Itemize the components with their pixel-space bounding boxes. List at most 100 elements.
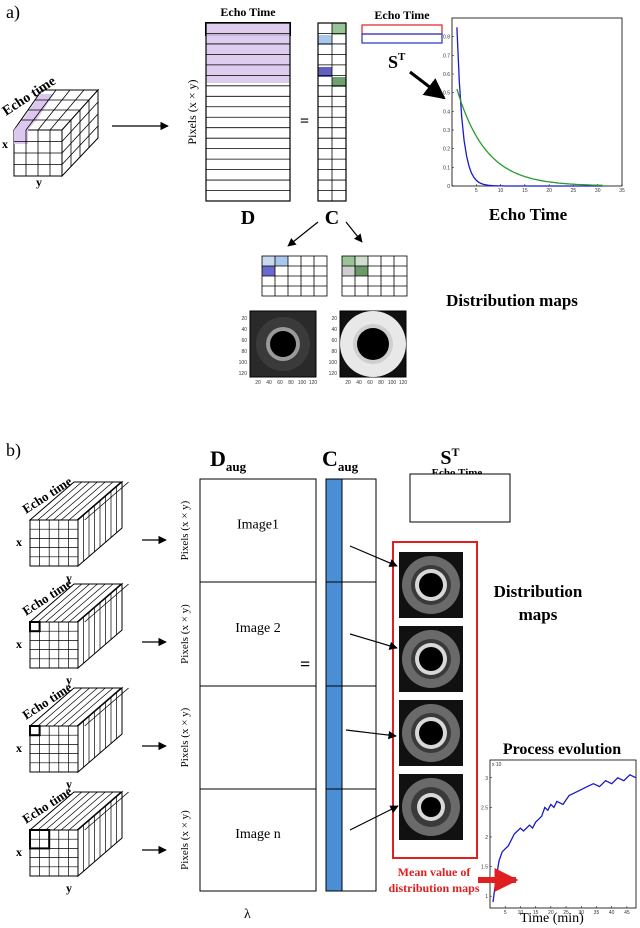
cube-y-label: y [66,777,72,791]
map-y-tick: 100 [239,360,248,366]
cube-grid-line [53,791,98,831]
chart-a-ytick-label: 0.6 [443,72,450,78]
st-block-b: ST Echo Time [409,445,511,523]
chart-a-xtick-label: 10 [498,188,504,194]
cube-grid-line [37,481,83,521]
cube-grid-line [61,125,99,165]
chart-a-ytick-label: 0.8 [443,35,450,41]
cube-grid-line [84,481,129,521]
cube-highlight [29,829,51,850]
st-name: ST [388,51,406,72]
cube-face-front [29,829,79,877]
matrix-d-row-label: Pixels (x × y) [185,79,199,144]
cube-highlight [29,621,41,633]
map-y-tick: 80 [331,349,337,355]
chart-a-xtick-label: 30 [595,188,601,194]
equals-a: = [300,113,309,130]
distribution-map-b-3 [399,700,463,766]
map-core [419,647,443,671]
cube-face-front [29,519,79,567]
d-aug-footer: λ [244,907,251,922]
cube-grid-line [37,791,83,831]
distribution-maps-b-1: Distribution [494,582,583,601]
d-aug-image-label: Image1 [237,518,279,533]
cube-grid-line [68,583,114,623]
cube-grid-line [76,481,122,521]
chart-a-xtick-label: 25 [571,188,577,194]
chart-a-blue-curve [456,27,603,187]
st-block: Echo Time ST [361,8,446,100]
chart-a-xtick-label: 15 [522,188,528,194]
cube-x-label: x [16,637,22,651]
arrow-c-to-map1 [287,221,319,247]
map-y-tick: 40 [241,327,247,333]
chart-a-ytick-label: 0 [447,184,450,190]
d-aug-name: Daug [210,446,247,474]
d-aug-row-label: Pixels (x × y) [179,604,191,664]
cube-grid-line [60,583,106,623]
cube-grid-line [60,791,106,831]
panel-a-label: a) [6,2,20,23]
cube-grid-line [45,687,90,727]
chart-a-ytick-label: 0.7 [443,53,450,59]
chart-b-curve [492,774,637,903]
cube-grid-line [45,481,90,521]
map-y-tick: 20 [331,316,337,322]
d-aug-row-label: Pixels (x × y) [179,500,191,560]
st-header: Echo Time [374,8,430,22]
arrow-c-to-map2 [345,221,363,243]
chart-a-ytick-label: 0.3 [443,128,450,134]
chart-a-xtick-label: 5 [475,188,478,194]
cube-grid-line [61,113,99,154]
map-x-tick: 100 [388,380,397,386]
cube-grid-line [60,687,106,727]
map-y-tick: 120 [239,371,248,377]
map-y-tick: 100 [329,360,338,366]
map-x-tick: 20 [255,380,261,386]
cube-grid-line [53,481,98,521]
map-x-tick: 40 [356,380,362,386]
d-aug-row-label: Pixels (x × y) [179,707,191,767]
distribution-maps-label-a: Distribution maps [446,291,578,310]
chart-b-xtick-label: 45 [624,910,630,916]
cube-grid-line [37,583,83,623]
map-x-tick: 80 [378,380,384,386]
arrow-c-map1 [349,545,398,567]
map-core [421,797,441,817]
map-y-tick: 60 [241,338,247,344]
panel-b-label: b) [6,440,21,461]
cube-x-label: x [2,137,8,151]
distribution-map-b-4 [399,774,463,840]
cube-face-front [29,621,79,669]
arrow-c-map3 [345,729,397,740]
cube-grid-line [53,583,98,623]
distribution-map-b-1 [399,552,463,618]
data-cube-a: Echo time x y [0,74,100,189]
cube-grid-line [76,583,122,623]
chart-b-ytick-label: 1.5 [481,865,488,871]
chart-b-xlabel: Time (min) [520,911,584,926]
chart-a-ytick-label: 0.2 [443,147,450,153]
cube-face-front [29,725,79,773]
cube-grid-line [68,791,114,831]
chart-b-xtick-label: 20 [548,910,554,916]
chart-b-xtick-label: 30 [578,910,584,916]
cube-grid-line [68,687,114,727]
d-aug-row-label: Pixels (x × y) [179,810,191,870]
map-x-tick: 60 [367,380,373,386]
cube-highlight [29,725,41,737]
chart-b-exponent: x 10 [492,762,502,768]
c-aug-name: Caug [322,446,359,474]
matrix-d-header: Echo Time [220,5,276,19]
chart-b-xtick-label: 25 [563,910,569,916]
cube-x-label: x [16,741,22,755]
chart-b-ytick-label: 3 [485,776,488,782]
arrow-c-map4 [349,805,399,831]
chart-b-ytick-label: 2 [485,835,488,841]
matrix-d: Echo Time Pixels (x × y) D [185,5,291,229]
